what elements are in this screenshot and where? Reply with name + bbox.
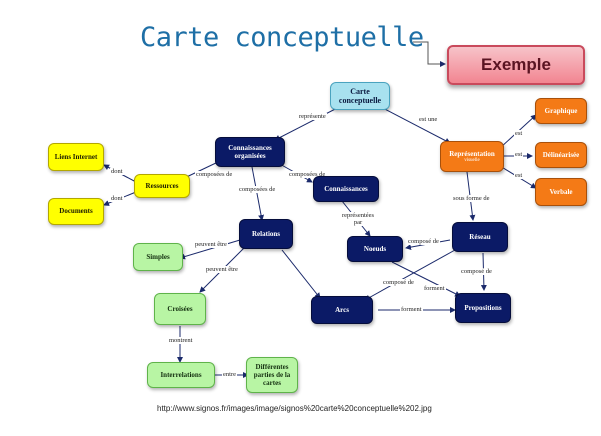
edge-label-est-une: est une (418, 116, 439, 124)
edge-label-montrent: montrent (168, 337, 194, 345)
node-noeuds: Noeuds (347, 236, 403, 262)
source-url: http://www.signos.fr/images/image/signos… (157, 404, 432, 413)
node-relations: Relations (239, 219, 293, 249)
edge-label-est-verbale: est (514, 172, 524, 180)
edge-label-sous-forme-de: sous forme de (452, 195, 491, 203)
edge-label-est-graphique: est (514, 130, 524, 138)
edge-label-forment-noeuds: forment (423, 285, 446, 293)
edge-label-dont-documents: dont (110, 195, 124, 203)
edge-label-composees-ressources: composées de (195, 171, 234, 179)
page-title: Carte conceptuelle (140, 22, 424, 53)
edge-label-representees-par: représentées par (340, 212, 376, 227)
node-delinearisee: Délinéarisée (535, 142, 587, 168)
edge-label-entre: entre (222, 371, 237, 379)
exemple-badge: Exemple (447, 45, 585, 85)
edge-label-compose-propositions: composé de (460, 268, 493, 276)
edge-label-forment-arcs: forment (400, 306, 423, 314)
node-connaissances: Connaissances (313, 176, 379, 202)
node-differentes-parties: Différentes parties de la cartes (246, 357, 298, 393)
node-interrelations: Interrelations (147, 362, 215, 388)
node-graphique: Graphique (535, 98, 587, 124)
edge-label-composees-relations: composées de (238, 186, 277, 194)
node-arcs: Arcs (311, 296, 373, 324)
edge-label-compose-noeuds: composé de (407, 238, 440, 246)
node-croisees: Croisées (154, 293, 206, 325)
edge-label-compose-arcs: composé de (382, 279, 415, 287)
edge-label-composees-connaissances: composées de (288, 171, 327, 179)
node-reseau: Réseau (452, 222, 508, 252)
node-liens-internet: Liens Internet (48, 143, 104, 171)
edge-label-peuvent-etre-croisees: peuvent être (205, 266, 239, 274)
node-propositions: Propositions (455, 293, 511, 323)
node-representation-visuelle: Représentation visuelle (440, 141, 504, 172)
node-simples: Simples (133, 243, 183, 271)
edge-label-est-delinearisee: est (514, 151, 524, 159)
node-connaissances-organisees: Connaissances organisées (215, 137, 285, 167)
node-verbale: Verbale (535, 178, 587, 206)
edge-label-peuvent-etre-simples: peuvent être (194, 241, 228, 249)
node-representation-sublabel: visuelle (464, 157, 480, 163)
node-representation-label: Représentation (449, 149, 495, 158)
node-carte-conceptuelle: Carte conceptuelle (330, 82, 390, 110)
node-ressources: Ressources (134, 174, 190, 198)
edge-label-dont-liens: dont (110, 168, 124, 176)
edge-label-represente: représente (298, 113, 327, 121)
node-documents: Documents (48, 198, 104, 225)
